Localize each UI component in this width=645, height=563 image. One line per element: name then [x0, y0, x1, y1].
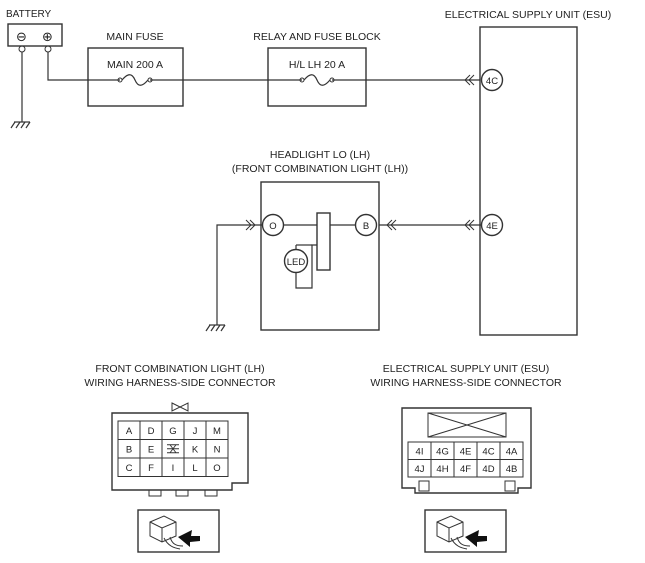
esu-connector-title-2: WIRING HARNESS-SIDE CONNECTOR: [370, 377, 562, 389]
esu-connector-latch: [427, 412, 507, 438]
connector-pin-label: 4E: [460, 446, 472, 457]
connector-pin-label: G: [169, 426, 176, 437]
fuse-icon: [117, 74, 153, 86]
fuse-icon: [299, 74, 335, 86]
battery-plus-icon: ⊕: [42, 29, 53, 44]
connector-pin-label: F: [148, 463, 154, 474]
led-label: LED: [287, 257, 306, 268]
connector-pin-label: N: [214, 444, 221, 455]
main-fuse-label: MAIN 200 A: [107, 59, 163, 71]
front-connector-title-2: WIRING HARNESS-SIDE CONNECTOR: [84, 377, 276, 389]
esu-terminal-4e-label: 4E: [486, 221, 498, 232]
connector-pin-label: 4B: [506, 464, 518, 475]
connector-pin-label: 4C: [482, 446, 494, 457]
front-connector-title-1: FRONT COMBINATION LIGHT (LH): [95, 363, 264, 375]
headlight-terminal-b-label: B: [363, 221, 369, 232]
connector-pin-label: 4H: [436, 464, 448, 475]
battery-minus-icon: ⊖: [16, 29, 27, 44]
connector-pin-label: L: [192, 463, 197, 474]
relay-block-box: [267, 47, 367, 107]
connector-pin-cell: [205, 457, 229, 477]
headlight-title-2: (FRONT COMBINATION LIGHT (LH)): [232, 163, 408, 175]
battery-minus-post: [18, 45, 26, 53]
ground-icon: [10, 121, 31, 129]
relay-fuse-block: RELAY AND FUSE BLOCK H/L LH 20 A: [253, 31, 381, 107]
headlight-terminal-o-label: O: [269, 221, 276, 232]
connector-pin-label: M: [213, 426, 221, 437]
connector-pin-label: 4F: [460, 464, 471, 475]
esu-terminal-4c-label: 4C: [486, 76, 498, 87]
esu-terminal-4e: [480, 213, 504, 237]
connector-pin-label: 4I: [416, 446, 424, 457]
connector-pin-label: B: [126, 444, 132, 455]
connector-pin-label: 4D: [482, 464, 494, 475]
view-box: [137, 509, 220, 553]
relay-block-label: H/L LH 20 A: [289, 59, 345, 71]
connector-pin-cell: [499, 459, 524, 478]
connector-pin-label: D: [148, 426, 155, 437]
headlight-terminal-o: [261, 213, 285, 237]
esu-connector: ELECTRICAL SUPPLY UNIT (ESU) WIRING HARN…: [370, 363, 562, 553]
esu: ELECTRICAL SUPPLY UNIT (ESU) 4C 4E: [445, 9, 612, 336]
esu-connector-title-1: ELECTRICAL SUPPLY UNIT (ESU): [383, 363, 550, 375]
view-arrow-icon: [178, 530, 200, 547]
front-combination-connector: FRONT COMBINATION LIGHT (LH) WIRING HARN…: [84, 363, 276, 553]
connector-pin-label: C: [126, 463, 133, 474]
headlight-terminal-b: [354, 213, 378, 237]
led-icon: [283, 248, 309, 274]
esu-connector-pin-grid: 4I 4G 4E 4C 4A 4J 4H 4F 4D 4B: [407, 441, 524, 478]
main-fuse: MAIN FUSE MAIN 200 A: [87, 31, 184, 107]
ground-icon: [205, 324, 226, 332]
lock-marker-icon: [171, 402, 189, 412]
connector-pin-label: 4A: [506, 446, 518, 457]
connector-pin-label: A: [126, 426, 133, 437]
esu-title: ELECTRICAL SUPPLY UNIT (ESU): [445, 9, 612, 21]
connector-mark-icon: [386, 219, 397, 231]
battery-plus-post: [44, 45, 52, 53]
blank-pin-icon: [167, 444, 179, 454]
connector-pin-label: J: [193, 426, 198, 437]
connector-pin-label: E: [148, 444, 154, 455]
battery: BATTERY ⊖ ⊕: [6, 9, 63, 53]
headlight-title-1: HEADLIGHT LO (LH): [270, 149, 370, 161]
main-fuse-title: MAIN FUSE: [106, 31, 163, 43]
latch-cross-icon: [427, 412, 507, 438]
connector-pin-label: 4J: [414, 464, 424, 475]
battery-body: [7, 23, 63, 47]
connector-pin-label: O: [213, 463, 220, 474]
connector-mark-icon: [245, 219, 256, 231]
headlight-ground-wire: [216, 224, 262, 325]
connector-pin-label: K: [192, 444, 199, 455]
front-connector-pin-grid: A D G J M B E K N C F I L O: [117, 420, 229, 477]
view-arrow-icon: [465, 530, 487, 547]
harness-plug-icon: [149, 515, 184, 550]
connector-pin-label: 4G: [436, 446, 449, 457]
connector-mark-icon: [464, 74, 475, 86]
relay-block-title: RELAY AND FUSE BLOCK: [253, 31, 380, 43]
connector-pin-label: I: [172, 463, 175, 474]
main-fuse-box: [87, 47, 184, 107]
esu-terminal-4c: [480, 68, 504, 92]
headlight-lo-lh: HEADLIGHT LO (LH) (FRONT COMBINATION LIG…: [232, 149, 408, 331]
harness-plug-icon: [436, 515, 471, 550]
view-box: [424, 509, 507, 553]
led-module: [316, 212, 331, 271]
battery-label: BATTERY: [6, 9, 52, 20]
